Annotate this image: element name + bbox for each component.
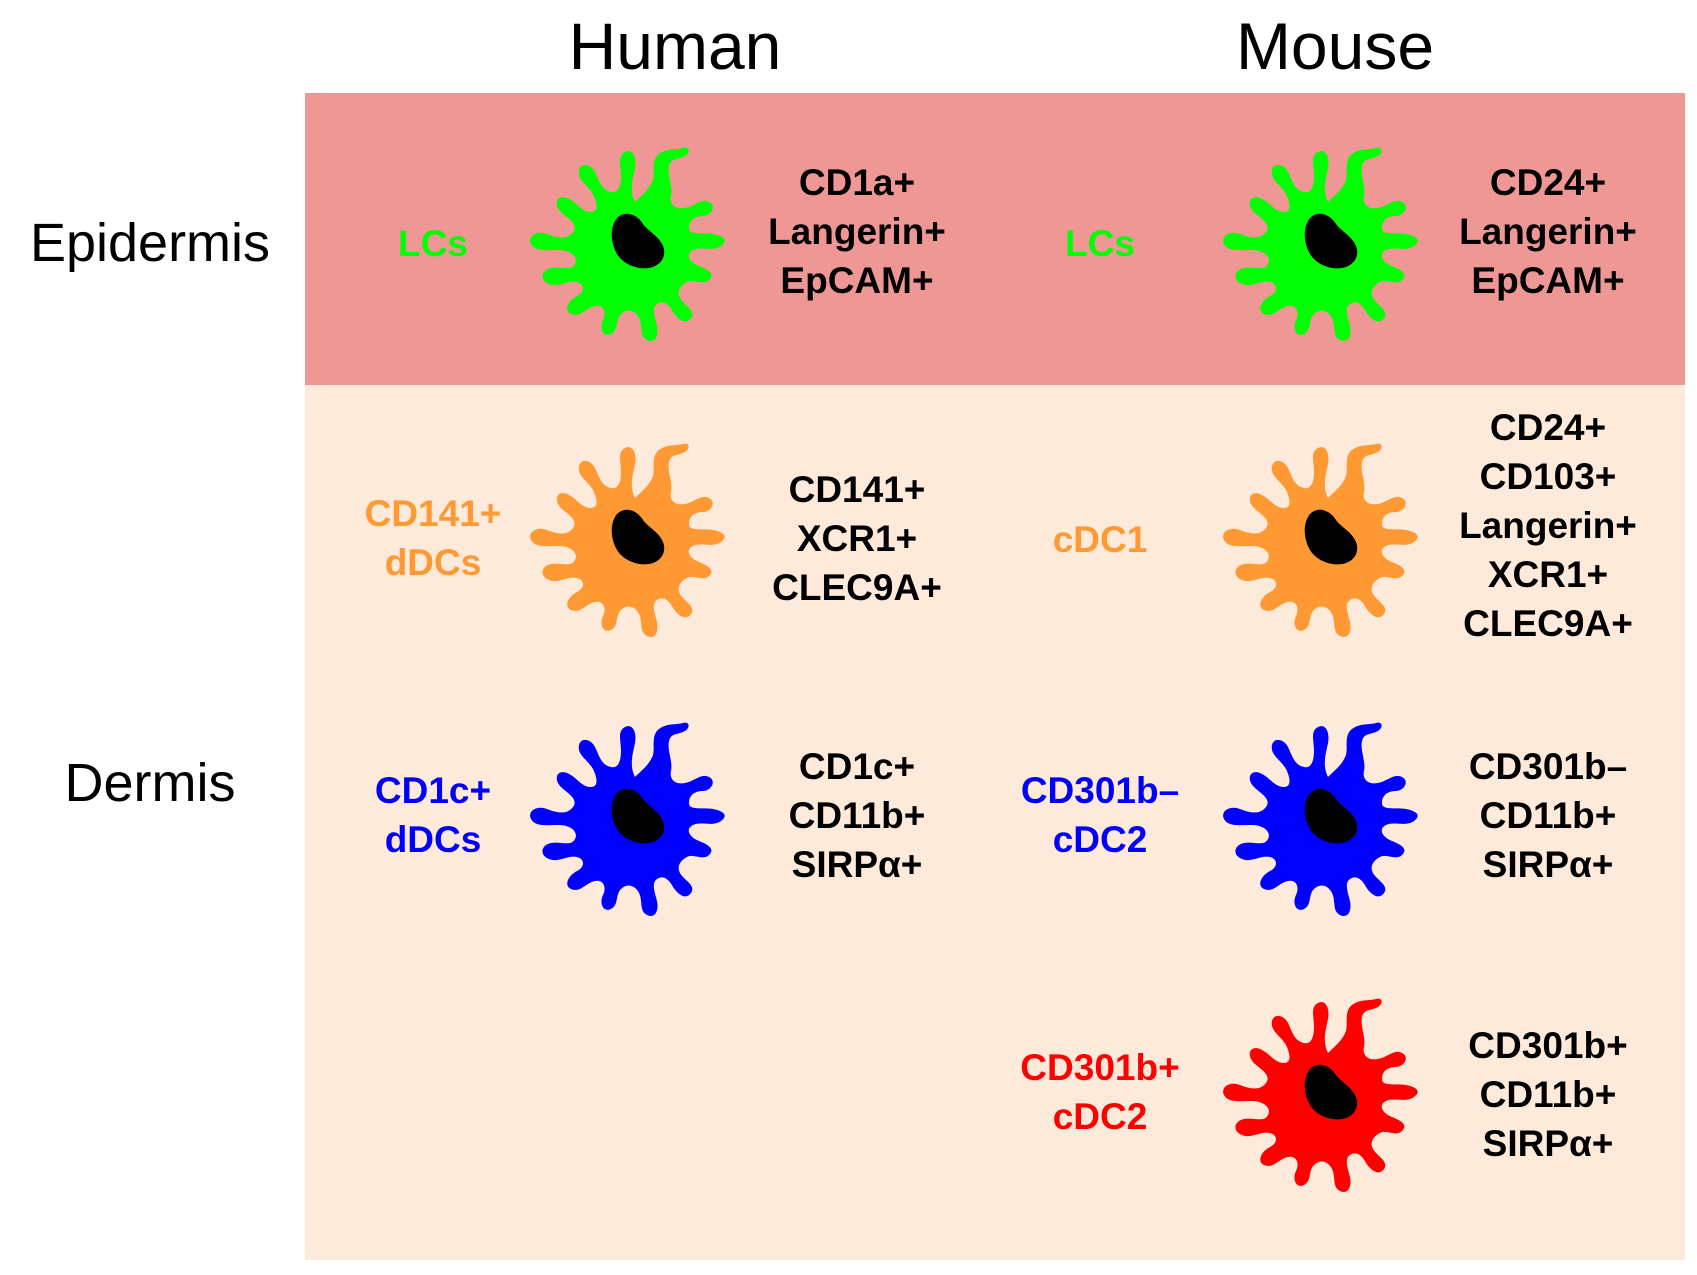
nucleus — [1304, 788, 1358, 844]
column-header-mouse: Mouse — [1235, 9, 1435, 83]
dendritic-cell-icon — [520, 707, 740, 927]
cell-name-mouse-lc: LCs — [1065, 223, 1135, 264]
dendritic-cell-icon — [1213, 707, 1433, 927]
nucleus — [1304, 509, 1358, 565]
dendritic-cell-svg — [1223, 998, 1418, 1193]
dendritic-cell-svg — [530, 722, 725, 917]
cell-name-human-cd1c: CD1c+ dDCs — [374, 770, 492, 860]
cell-name-mouse-cd301b-pos: CD301b+ cDC2 — [1020, 1047, 1180, 1137]
dendritic-cell-svg — [1223, 722, 1418, 917]
dendritic-cell-icon — [1213, 983, 1433, 1203]
nucleus — [611, 213, 665, 269]
dendritic-cell-svg — [1223, 147, 1418, 342]
nucleus — [1304, 213, 1358, 269]
nucleus — [611, 788, 665, 844]
column-header-human: Human — [568, 9, 782, 83]
markers-mouse-cd301b-pos: CD301b+ CD11b+ SIRPα+ — [1468, 1025, 1628, 1164]
row-label-dermis: Dermis — [64, 753, 236, 813]
markers-human-lc: CD1a+ Langerin+ EpCAM+ — [768, 162, 946, 301]
markers-mouse-cd301b-neg: CD301b– CD11b+ SIRPα+ — [1468, 746, 1628, 885]
dendritic-cell-icon — [1213, 132, 1433, 352]
cell-name-mouse-cd301b-neg: CD301b– cDC2 — [1020, 770, 1180, 860]
markers-human-cd1c: CD1c+ CD11b+ SIRPα+ — [788, 746, 926, 885]
nucleus — [611, 509, 665, 565]
cell-name-mouse-cdc1: cDC1 — [1052, 519, 1148, 560]
cell-name-human-cd141: CD141+ dDCs — [364, 493, 502, 583]
dendritic-cell-icon — [1213, 428, 1433, 648]
cell-name-human-lc: LCs — [398, 223, 468, 264]
markers-mouse-cdc1: CD24+ CD103+ Langerin+ XCR1+ CLEC9A+ — [1459, 407, 1637, 644]
dendritic-cell-svg — [1223, 443, 1418, 638]
markers-human-cd141: CD141+ XCR1+ CLEC9A+ — [772, 469, 942, 608]
row-label-epidermis: Epidermis — [29, 213, 271, 273]
dendritic-cell-svg — [530, 443, 725, 638]
markers-mouse-lc: CD24+ Langerin+ EpCAM+ — [1459, 162, 1637, 301]
dendritic-cell-icon — [520, 132, 740, 352]
nucleus — [1304, 1064, 1358, 1120]
dendritic-cell-icon — [520, 428, 740, 648]
dendritic-cell-svg — [530, 147, 725, 342]
